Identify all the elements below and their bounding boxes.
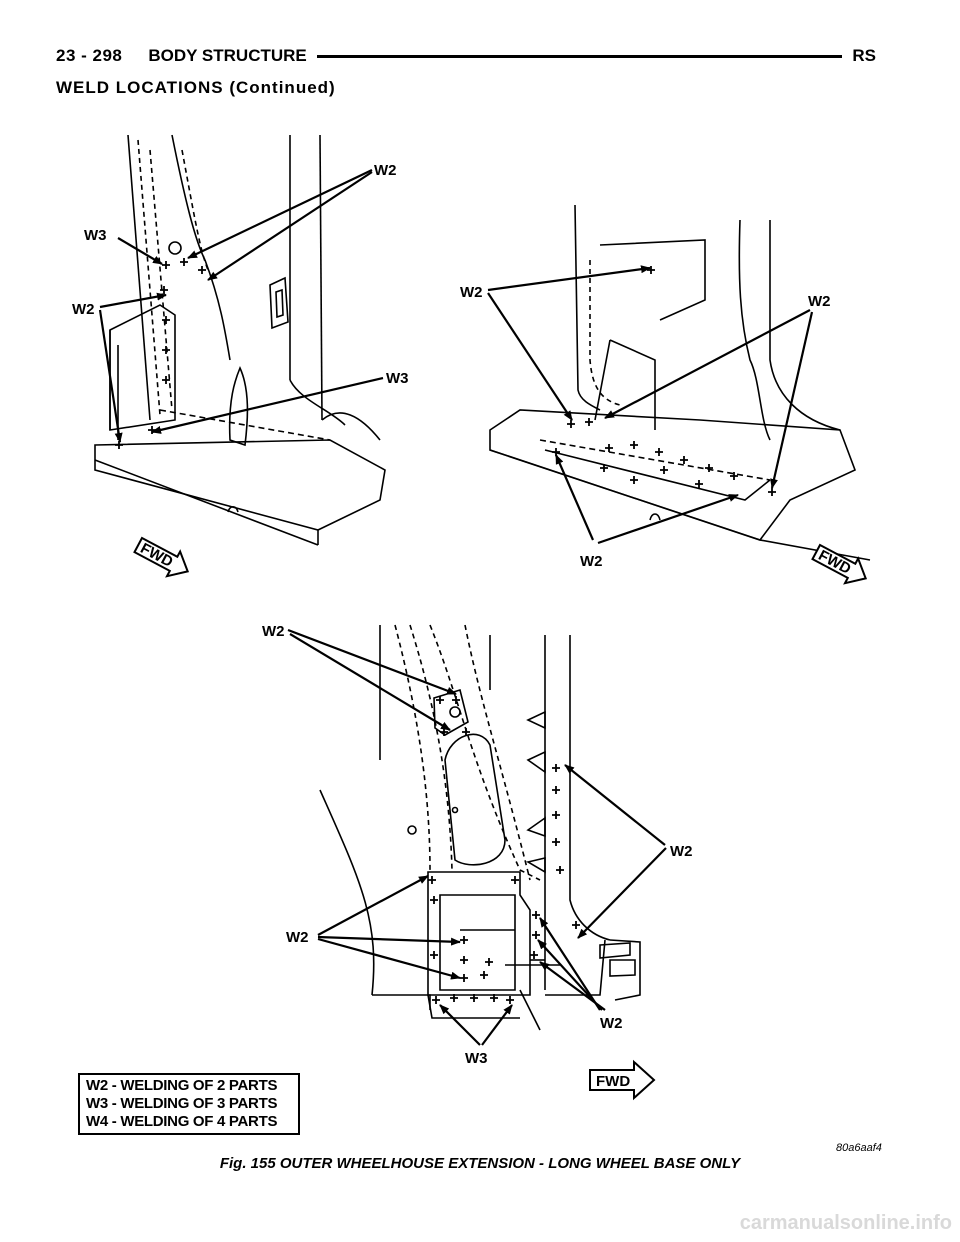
weld-legend: W2 - WELDING OF 2 PARTS W3 - WELDING OF … xyxy=(78,1073,300,1135)
page-header: 23 - 298 BODY STRUCTURE RS xyxy=(56,44,876,68)
label-w2-i: W2 xyxy=(600,1015,623,1032)
legend-item: W3 - WELDING OF 3 PARTS xyxy=(86,1095,278,1112)
model-code: RS xyxy=(852,46,876,65)
label-w2-g: W2 xyxy=(670,843,693,860)
fwd-label-c: FWD xyxy=(596,1073,630,1090)
fwd-label-a: FWD xyxy=(138,540,176,571)
legend-item: W4 - WELDING OF 4 PARTS xyxy=(86,1113,278,1130)
label-w2-h: W2 xyxy=(286,929,309,946)
bottom-callouts xyxy=(287,628,667,1046)
label-w3-a: W3 xyxy=(84,227,107,244)
figure-caption: Fig. 155 OUTER WHEELHOUSE EXTENSION - LO… xyxy=(219,1155,741,1172)
watermark: carmanualsonline.info xyxy=(739,1212,952,1234)
label-w2-c: W2 xyxy=(460,284,483,301)
fwd-arrow-bottom: FWD xyxy=(589,1059,656,1101)
top-left-callouts xyxy=(98,169,384,443)
top-left-view xyxy=(94,134,386,546)
label-w2-f: W2 xyxy=(262,623,285,640)
label-w3-c: W3 xyxy=(465,1050,488,1067)
bottom-view xyxy=(319,624,641,1031)
page-number: 23 - 298 xyxy=(56,46,123,65)
label-w2-e: W2 xyxy=(580,553,603,570)
section-name: BODY STRUCTURE xyxy=(148,46,307,65)
fwd-arrow-top-right: FWD xyxy=(811,543,868,585)
section-title: WELD LOCATIONS (Continued) xyxy=(56,78,336,97)
fwd-label-b: FWD xyxy=(816,547,854,578)
label-w2-d: W2 xyxy=(808,293,831,310)
label-w2-b: W2 xyxy=(72,301,95,318)
header-rule xyxy=(316,54,843,58)
fwd-arrow-top-left: FWD xyxy=(133,536,190,578)
legend-item: W2 - WELDING OF 2 PARTS xyxy=(86,1077,278,1094)
art-code: 80a6aaf4 xyxy=(836,1142,882,1154)
label-w2-a: W2 xyxy=(374,162,397,179)
label-w3-b: W3 xyxy=(386,370,409,387)
top-right-callouts xyxy=(487,265,814,545)
